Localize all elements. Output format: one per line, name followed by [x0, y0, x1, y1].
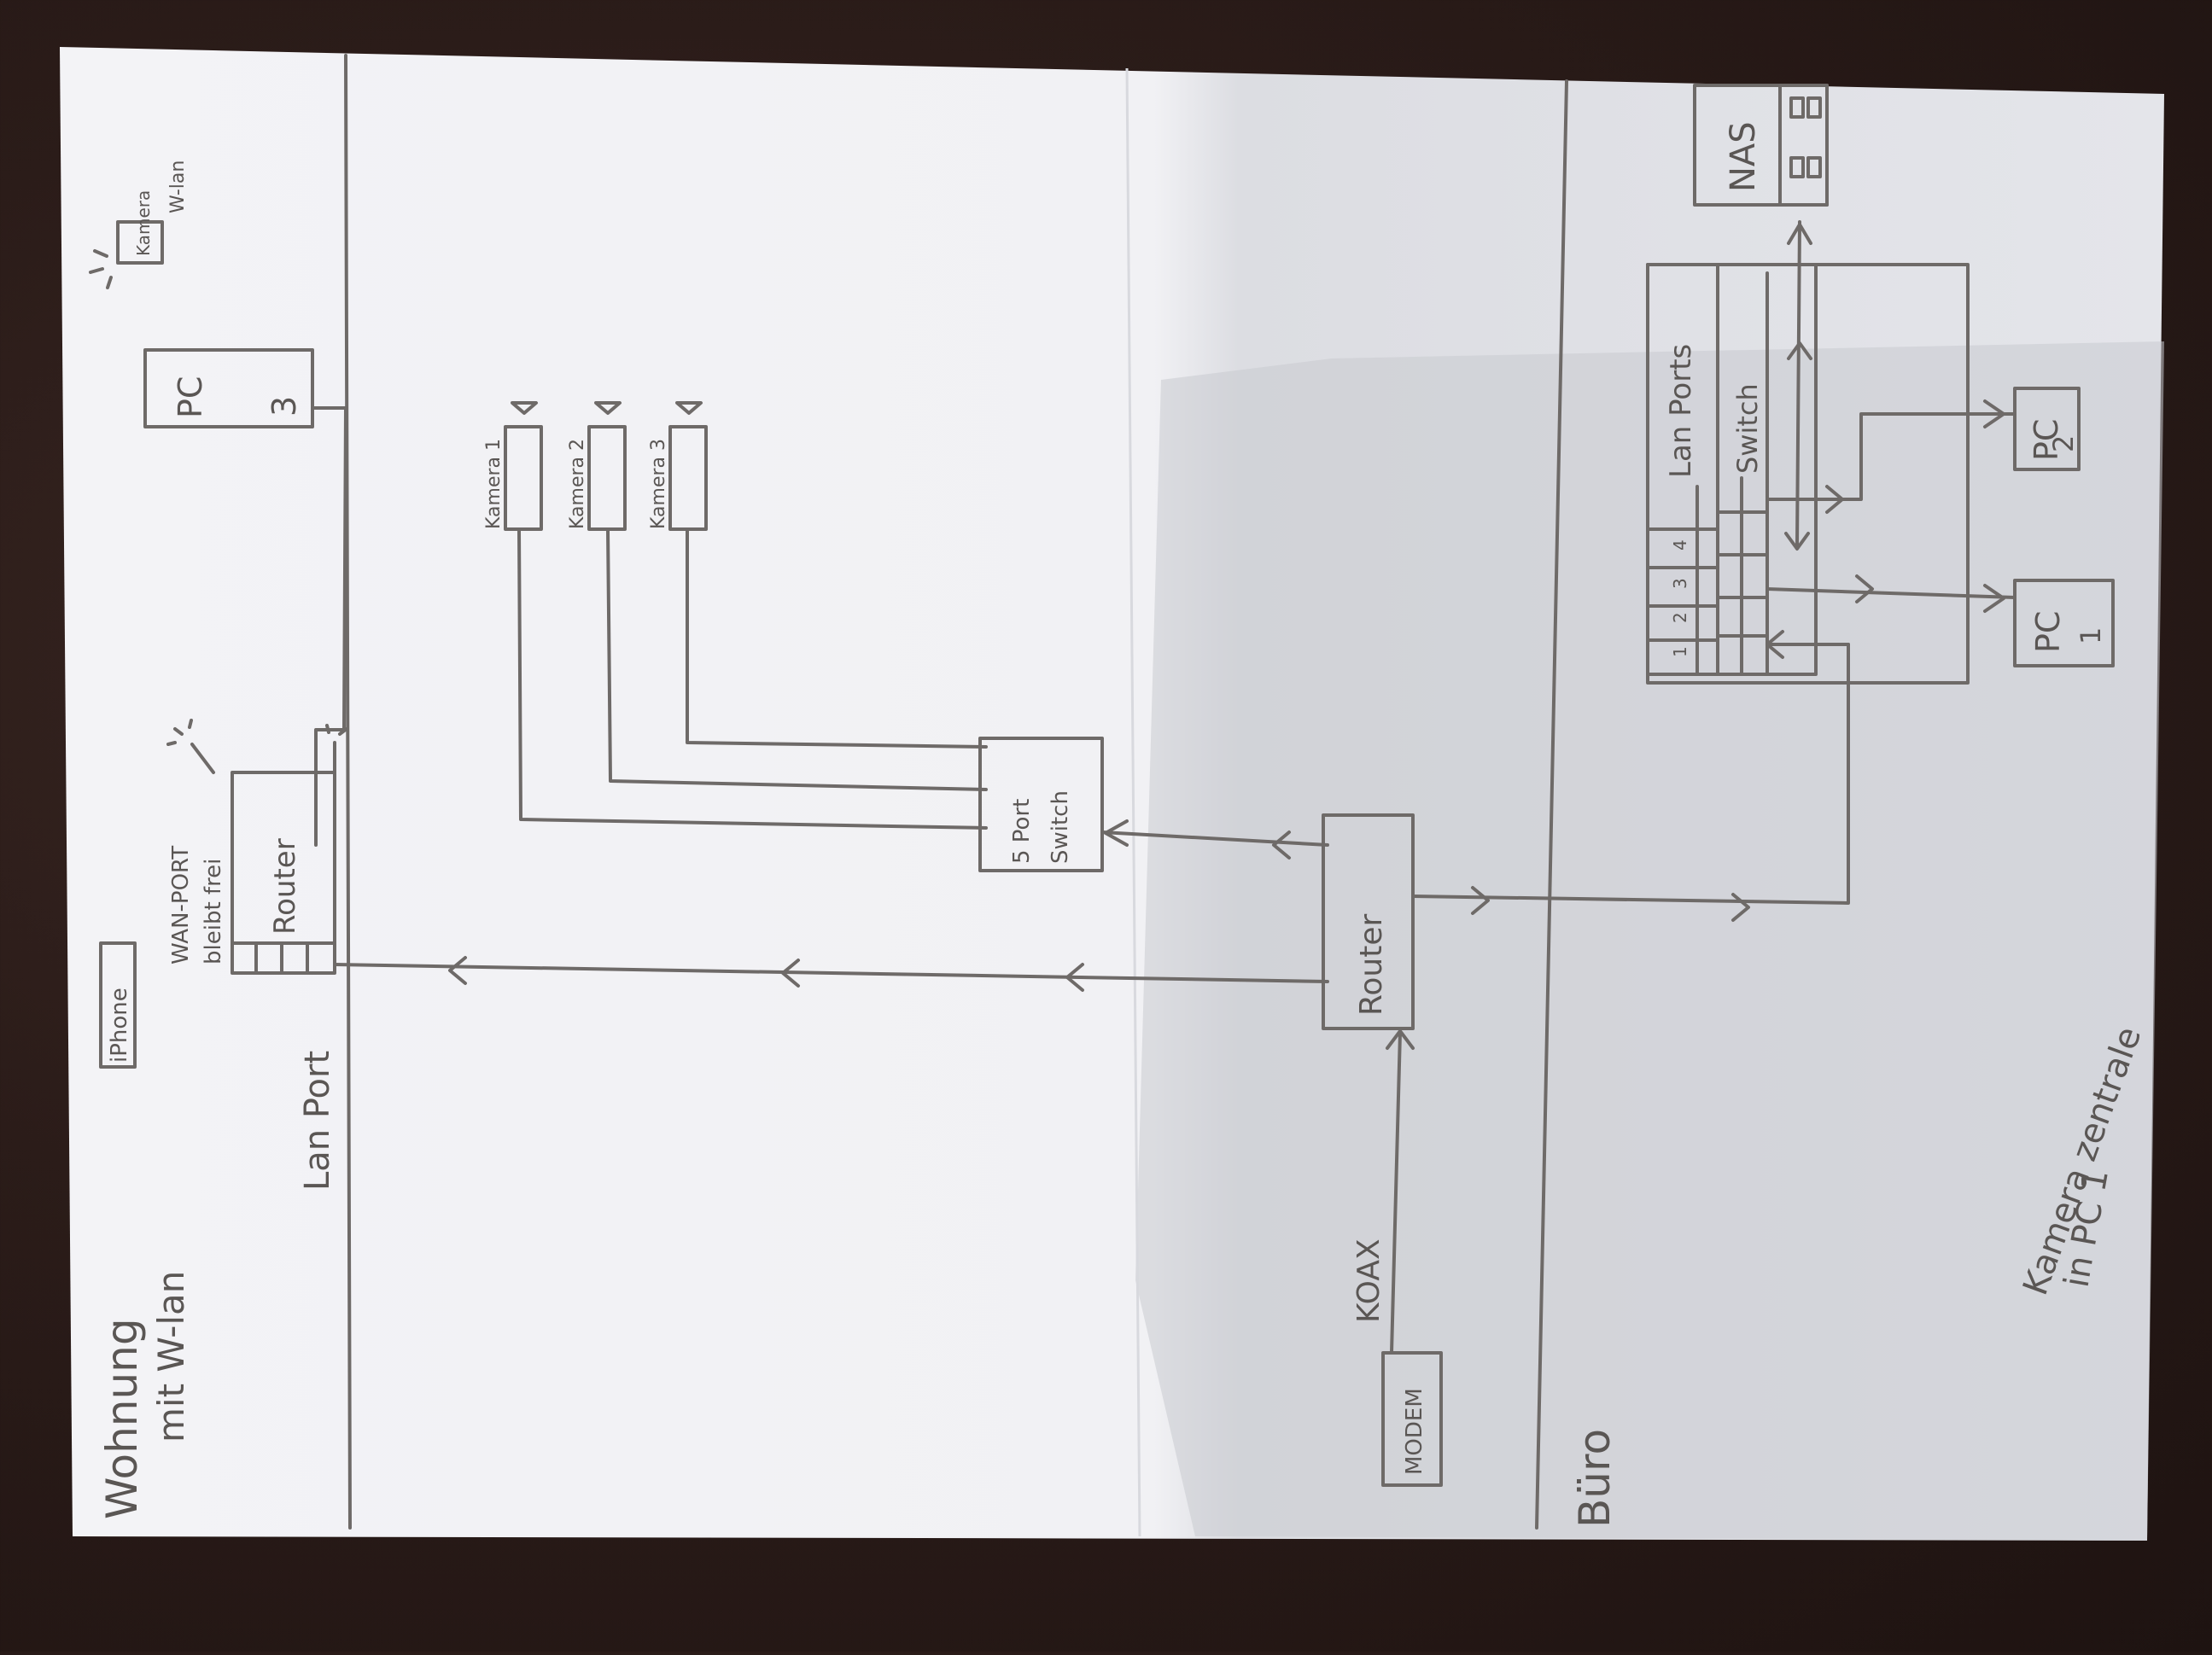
- router-apartment-label: Router: [268, 838, 302, 935]
- kamera2-label: Kamera 2: [567, 439, 588, 529]
- port-number-2: 2: [1670, 612, 1690, 623]
- lan-cable-to-apartment: [333, 963, 1329, 983]
- lan-ports-label: Lan Ports: [1664, 344, 1698, 478]
- kamera1-cable: [517, 527, 988, 830]
- main-router-label: Router: [1354, 913, 1389, 1016]
- switch5-label-1: 5 Port: [1009, 799, 1035, 864]
- office-wall-line: [1535, 79, 1568, 1530]
- arrow-pc2-2: [1825, 485, 1844, 514]
- modem-label: MODEM: [1402, 1388, 1427, 1475]
- wan-port-label: WAN-PORT: [168, 846, 194, 964]
- pc2-box: [2013, 387, 2081, 471]
- port-number-4: 4: [1670, 539, 1690, 551]
- kamera1-label: Kamera 1: [483, 439, 505, 529]
- koax-label: KOAX: [1351, 1238, 1386, 1323]
- router-to-office-cable: [1411, 643, 1850, 905]
- arrow-office-2: [1731, 893, 1750, 922]
- wan-port-note: bleibt frei: [201, 859, 226, 964]
- switch-to-pc1-cable: [1766, 587, 2016, 599]
- paper-fold: [1125, 67, 1141, 1537]
- switch-to-pc2-cable: [1766, 412, 2016, 501]
- pc3-label: PC: [172, 376, 209, 418]
- modem-box: [1381, 1351, 1443, 1487]
- kamera-wlan-box: [116, 220, 164, 265]
- lan-port-label: Lan Port: [298, 1051, 337, 1191]
- arrow-office-1: [1471, 886, 1490, 915]
- arrow-pc1: [1983, 584, 2005, 613]
- nas-arrow-3: [1784, 532, 1810, 551]
- arrow-pc1-2: [1855, 574, 1874, 603]
- arrow-lan-1: [1065, 963, 1084, 992]
- nas-arrow-2: [1787, 341, 1812, 360]
- main-router-box: [1322, 813, 1415, 1030]
- pc1-box: [2013, 579, 2115, 667]
- wifi-icon-router: [166, 719, 215, 774]
- arrow-lan-2: [781, 959, 800, 988]
- pc1-number: 1: [2075, 627, 2107, 644]
- port-number-3: 3: [1670, 578, 1690, 589]
- pc3-box: [143, 348, 314, 428]
- nas-label: NAS: [1724, 121, 1763, 192]
- kamera-wlan-sub: W-lan: [167, 160, 189, 213]
- kamera3-label: Kamera 3: [648, 439, 669, 529]
- arrow-to-switch-2: [1272, 830, 1291, 860]
- wifi-icon-router-2: [325, 724, 348, 774]
- wifi-icon-kamera: [89, 249, 113, 289]
- arrow-pc2: [1983, 399, 2005, 428]
- koax-cable: [1390, 1031, 1402, 1355]
- iphone-box: [99, 941, 137, 1069]
- apartment-wall-line: [344, 54, 352, 1530]
- pc2-number: 2: [2047, 435, 2080, 452]
- arrow-lan-3: [448, 956, 467, 985]
- pc1-label: PC: [2029, 611, 2067, 653]
- kamera1-box: [504, 425, 543, 531]
- switch5-label-2: Switch: [1048, 790, 1073, 864]
- pc2-label: PC: [2028, 419, 2065, 461]
- office-title: Büro: [1570, 1429, 1620, 1528]
- apartment-subtitle: mit W-lan: [150, 1271, 192, 1442]
- apartment-title: Wohnung: [97, 1318, 147, 1519]
- router-to-switch-cable: [1100, 830, 1329, 847]
- kamera-wlan-label: Kamera: [133, 190, 154, 256]
- switch-to-nas-cable: [1795, 220, 1801, 548]
- koax-arrow: [1386, 1029, 1415, 1050]
- nas-drive-bay: [1778, 84, 1829, 207]
- switch-label: Switch: [1731, 383, 1764, 474]
- paper-shadow: [1135, 341, 2164, 1541]
- iphone-label: iPhone: [107, 988, 132, 1063]
- kamera3-cable: [686, 527, 988, 749]
- kamera2-cable: [606, 527, 988, 791]
- port-number-1: 1: [1670, 646, 1690, 657]
- arrow-to-switch: [1104, 819, 1129, 847]
- arrow-office-feed: [1766, 630, 1784, 659]
- nas-arrow: [1787, 223, 1812, 245]
- switch5-box: [978, 737, 1104, 872]
- pc3-number: 3: [266, 396, 303, 417]
